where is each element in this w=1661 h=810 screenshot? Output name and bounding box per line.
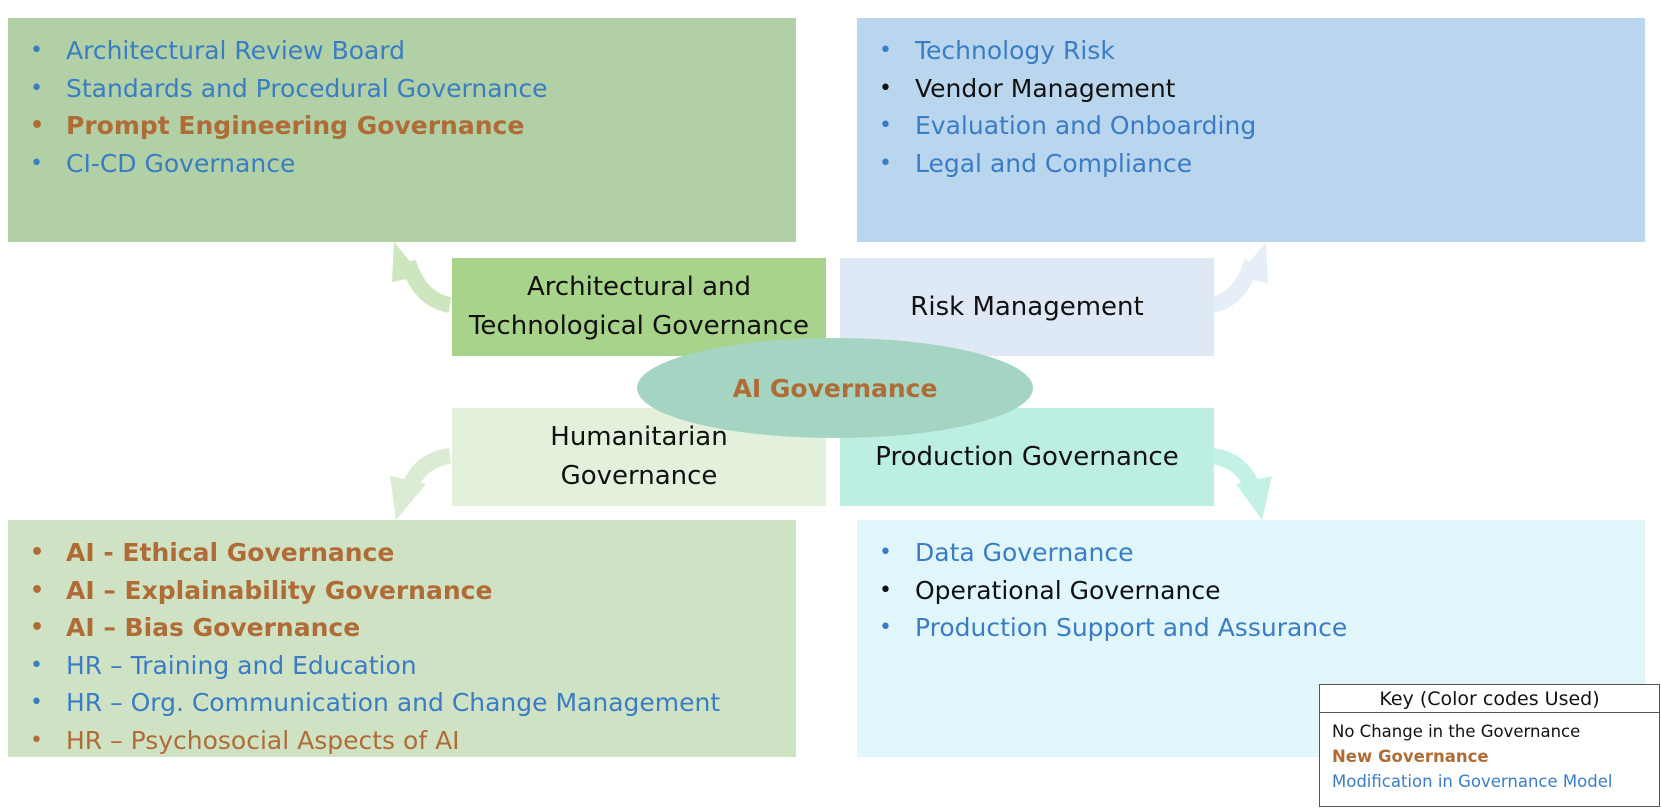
list-item: • Technology Risk xyxy=(879,32,1645,70)
production-list: •Data Governance•Operational Governance•… xyxy=(857,520,1645,647)
list-item: • Prompt Engineering Governance xyxy=(30,107,796,145)
list-item-text: AI – Bias Governance xyxy=(66,613,361,642)
bullet-icon: • xyxy=(879,75,892,101)
bullet-icon: • xyxy=(30,727,43,753)
list-item: • AI – Bias Governance xyxy=(30,609,796,647)
bullet-icon: • xyxy=(30,615,45,640)
humanitarian-list: • AI - Ethical Governance • AI – Explainabi… xyxy=(8,520,796,759)
humanitarian-governance-line1: Humanitarian xyxy=(550,422,728,452)
list-item: • HR – Org. Communication and Change Mana… xyxy=(30,684,796,722)
list-item: • Production Support and Assurance xyxy=(879,609,1645,647)
bullet-icon: • xyxy=(30,652,43,678)
list-item: • Standards and Procedural Governance xyxy=(30,70,796,108)
bullet-icon: • xyxy=(879,38,892,63)
bullet-icon: • xyxy=(30,540,45,565)
list-item-text: Technology Risk xyxy=(915,36,1115,65)
key-no-change: No Change in the Governance xyxy=(1332,722,1581,741)
architecture-list: • Architectural Review Board • Standards an… xyxy=(8,18,796,182)
arrow-to-humanitarian xyxy=(390,448,452,520)
list-item-text: Architectural Review Board xyxy=(66,36,406,65)
list-item-text: HR – Org. Communication and Change Manag… xyxy=(66,688,721,717)
bullet-icon: • xyxy=(30,690,43,715)
risk-management-label: Risk Management xyxy=(910,291,1144,322)
arrow-to-risk xyxy=(1210,242,1268,313)
key-new: New Governance xyxy=(1332,747,1489,766)
list-item: • AI – Explainability Governance xyxy=(30,572,796,610)
architectural-governance-box: Architectural and Technological Governan… xyxy=(452,258,826,356)
list-item: • CI-CD Governance xyxy=(30,145,796,183)
architectural-governance-line1: Architectural and xyxy=(526,272,752,302)
list-item-text: Operational Governance xyxy=(915,575,1221,605)
key-modification: Modification in Governance Model xyxy=(1332,772,1613,791)
list-item-text: Evaluation and Onboarding xyxy=(915,111,1257,140)
arrow-to-architecture xyxy=(392,242,452,313)
list-item: • Evaluation and Onboarding xyxy=(879,107,1645,145)
bullet-icon: • xyxy=(30,75,43,101)
bullet-icon: • xyxy=(30,150,43,176)
bullet-icon: • xyxy=(879,615,892,640)
list-item-text: Standards and Procedural Governance xyxy=(66,73,548,103)
architectural-governance-line2: Technological Governance xyxy=(468,311,810,341)
list-item-text: HR – Training and Education xyxy=(66,650,417,680)
bullet-icon: • xyxy=(30,577,45,603)
list-item-text: HR – Psychosocial Aspects of AI xyxy=(66,725,460,755)
list-item-text: Legal and Compliance xyxy=(915,148,1193,178)
color-key-title: Key (Color codes Used) xyxy=(1320,685,1659,713)
ai-governance-hub: AI Governance xyxy=(637,338,1033,438)
list-item: • Legal and Compliance xyxy=(879,145,1645,183)
bullet-icon: • xyxy=(30,113,45,138)
list-item: • Vendor Management xyxy=(879,70,1645,108)
list-item: • Operational Governance xyxy=(879,572,1645,610)
list-item: • Data Governance xyxy=(879,534,1645,572)
list-item-text: Production Support and Assurance xyxy=(915,613,1348,642)
list-item-text: CI-CD Governance xyxy=(66,148,296,178)
architecture-panel: • Architectural Review Board • Standards an… xyxy=(8,18,796,242)
color-key: Key (Color codes Used) No Change in the … xyxy=(1319,684,1660,807)
arrow-to-production xyxy=(1210,448,1272,520)
humanitarian-governance-line2: Governance xyxy=(560,461,718,491)
list-item-text: Data Governance xyxy=(915,538,1134,567)
risk-management-box: Risk Management xyxy=(840,258,1214,356)
list-item-text: Prompt Engineering Governance xyxy=(66,111,525,140)
list-item: • Architectural Review Board xyxy=(30,32,796,70)
bullet-icon: • xyxy=(879,150,892,176)
list-item-text: Vendor Management xyxy=(915,73,1176,103)
bullet-icon: • xyxy=(879,113,892,138)
ai-governance-label: AI Governance xyxy=(732,373,938,403)
production-governance-label: Production Governance xyxy=(875,441,1179,472)
list-item: • HR – Training and Education xyxy=(30,647,796,685)
list-item-text: AI – Explainability Governance xyxy=(66,575,493,605)
bullet-icon: • xyxy=(30,38,43,63)
humanitarian-panel: • AI - Ethical Governance • AI – Explainabi… xyxy=(8,520,796,757)
bullet-icon: • xyxy=(879,577,892,603)
list-item: • AI - Ethical Governance xyxy=(30,534,796,572)
risk-list: • Technology Risk • Vendor Management • Evalu… xyxy=(857,18,1645,182)
bullet-icon: • xyxy=(879,540,892,565)
risk-panel: • Technology Risk • Vendor Management • Evalu… xyxy=(857,18,1645,242)
list-item: • HR – Psychosocial Aspects of AI xyxy=(30,722,796,760)
list-item-text: AI - Ethical Governance xyxy=(66,538,395,567)
